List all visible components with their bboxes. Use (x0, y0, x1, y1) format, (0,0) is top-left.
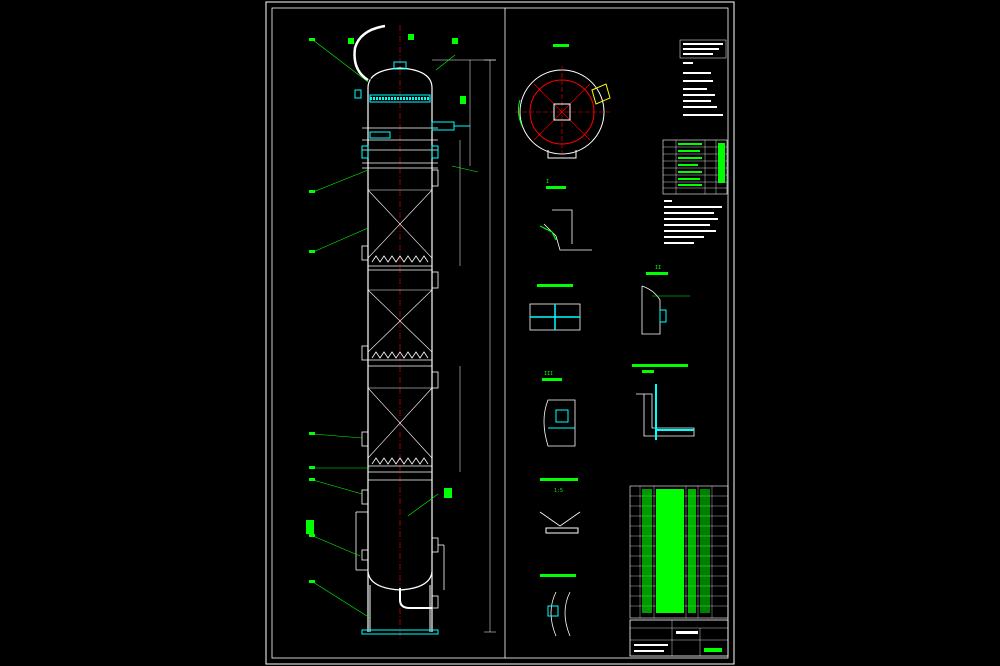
detail-ii: II (641, 265, 690, 335)
section-lines (362, 127, 438, 481)
dimension-lines (432, 59, 496, 633)
leader-lines (312, 39, 479, 619)
plan-view-title (553, 44, 569, 47)
upper-nozzle-assembly (361, 121, 470, 159)
detail-nozzle-section (529, 284, 581, 331)
technical-requirements (679, 39, 727, 116)
detail-iii: III (542, 371, 576, 447)
nozzle-table (629, 485, 729, 619)
detail-scale-label: 1:5 (554, 488, 563, 494)
bottom-outlet-pipe (399, 588, 432, 609)
plan-side-nozzle (517, 99, 523, 127)
inner-frame (271, 7, 729, 659)
inlet-pipe-inner (359, 29, 386, 81)
detail-i-label: I (546, 179, 549, 185)
detail-i: I (539, 179, 592, 251)
detail-support-grid: 1:5 (539, 478, 581, 534)
detail-ii-label: II (655, 265, 661, 271)
plan-diag-2 (533, 83, 591, 141)
design-data-table (662, 139, 728, 195)
tower-column (353, 24, 496, 640)
plan-support-legs (547, 150, 577, 159)
notes-block (664, 200, 722, 244)
plan-heater-coil (591, 83, 611, 105)
plan-center-box (553, 103, 571, 121)
top-vent-nozzle (393, 61, 407, 70)
detail-iii-label: III (544, 371, 553, 377)
sheet-border (265, 1, 735, 665)
plan-view (515, 44, 611, 159)
detail-bottom-nozzle (540, 574, 576, 637)
inlet-pipe (353, 24, 386, 82)
inlet-flange (354, 89, 362, 99)
redistributors (371, 255, 429, 465)
packing-beds (367, 189, 433, 459)
detail-weld-joint (632, 364, 695, 440)
title-block (629, 619, 729, 657)
left-piping (355, 511, 445, 590)
base-ring (361, 629, 439, 635)
balloon-markers (306, 34, 466, 583)
